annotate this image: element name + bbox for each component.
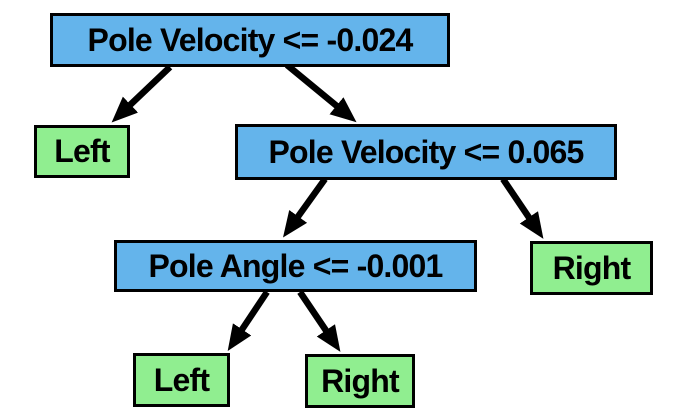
leaf-node-right-depth3: Right xyxy=(305,354,415,408)
leaf-node-right-depth2: Right xyxy=(530,241,653,295)
edge-velocity-2-to-leaf-right-1-arrow xyxy=(500,177,544,239)
decision-node-pole-velocity-2: Pole Velocity <= 0.065 xyxy=(235,124,617,180)
edge-root-to-leaf-left-1-arrow xyxy=(111,64,173,123)
edge-angle-to-leaf-left-2-arrow xyxy=(227,290,270,351)
leaf-node-left-depth1: Left xyxy=(34,125,130,178)
decision-node-pole-velocity-root: Pole Velocity <= -0.024 xyxy=(50,13,450,67)
edge-angle-to-leaf-right-2-arrow xyxy=(297,290,341,352)
edge-root-to-velocity-2-arrow xyxy=(284,62,357,123)
edge-velocity-2-to-angle-arrow xyxy=(283,177,328,238)
leaf-node-left-depth3: Left xyxy=(133,353,230,407)
decision-node-pole-angle: Pole Angle <= -0.001 xyxy=(114,240,477,292)
